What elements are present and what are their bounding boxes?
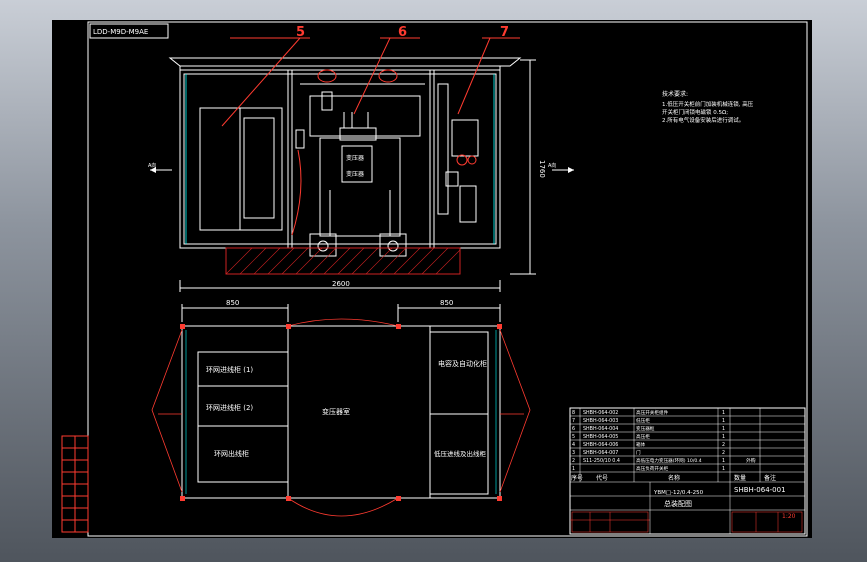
lamp-left bbox=[317, 69, 337, 83]
parts-row-1-code: SHBH-064-002 bbox=[583, 410, 618, 416]
dim-width: 2600 bbox=[332, 280, 350, 288]
technical-notes: 技术要求: 1.低压开关柜前门加装机械连锁, 高压 开关柜门闭锁电磁锁 0.5Ω… bbox=[662, 90, 754, 124]
dim-left: 850 bbox=[226, 299, 239, 307]
product-model: YBM□-12/0.4-250 bbox=[653, 490, 704, 496]
parts-row-3-qty: 1 bbox=[722, 426, 725, 432]
drawing-sheet bbox=[52, 20, 812, 538]
header-qty: 数量 bbox=[734, 474, 746, 482]
transformer-label-1: 变压器 bbox=[346, 154, 364, 162]
header-no: 序号 bbox=[571, 474, 583, 482]
parts-row-1-name: 高压开关柜组件 bbox=[636, 409, 669, 416]
cabinet-ring-in-1-label: 环网进线柜 (1) bbox=[206, 365, 253, 374]
parts-row-7-remark: 外购 bbox=[746, 457, 756, 464]
parts-row-3-no: 6 bbox=[572, 426, 575, 432]
parts-row-4-qty: 1 bbox=[722, 434, 725, 440]
header-name: 名称 bbox=[668, 474, 680, 482]
parts-row-2-name: 低压柜 bbox=[636, 417, 650, 424]
transformer-body bbox=[319, 137, 401, 237]
header-remark: 备注 bbox=[764, 474, 776, 482]
foundation bbox=[225, 247, 461, 275]
parts-row-6-no: 3 bbox=[572, 450, 575, 456]
parts-row-3-code: SHBH-064-004 bbox=[583, 426, 618, 432]
callout-7: 7 bbox=[500, 25, 509, 40]
lamp-right bbox=[378, 69, 398, 83]
notes-line-2: 开关柜门闭锁电磁锁 0.5Ω; bbox=[662, 108, 728, 116]
parts-row-7-name: 高低压电力变压器(环网) 10/0.4 bbox=[636, 457, 702, 464]
transformer-foot-left bbox=[309, 233, 337, 257]
transformer-room-label: 变压器室 bbox=[322, 407, 350, 416]
transformer-label-2: 变压器 bbox=[346, 170, 364, 178]
parts-row-4-code: SHBH-064-005 bbox=[583, 434, 618, 440]
dim-right: 850 bbox=[440, 299, 453, 307]
parts-row-6-qty: 2 bbox=[722, 450, 725, 456]
cable-left bbox=[291, 149, 302, 236]
parts-row-2-code: SHBH-064-003 bbox=[583, 418, 618, 424]
header-code: 代号 bbox=[596, 474, 608, 482]
parts-row-5-code: SHBH-064-006 bbox=[583, 442, 618, 448]
cabinet-ring-out-label: 环网出线柜 bbox=[214, 449, 249, 458]
notes-line-1: 1.低压开关柜前门加装机械连锁, 高压 bbox=[662, 100, 754, 108]
parts-row-8-no: 1 bbox=[572, 466, 575, 472]
parts-row-4-name: 高压柜 bbox=[636, 433, 650, 440]
parts-row-5-no: 4 bbox=[572, 442, 575, 448]
parts-row-7-code: S11-250/10 0.4 bbox=[583, 458, 620, 464]
callouts: 5 6 7 bbox=[221, 25, 520, 127]
parts-row-2-qty: 1 bbox=[722, 418, 725, 424]
front-view: 变压器 变压器 2600 bbox=[148, 57, 574, 292]
parts-row-8-name: 高压负荷开关柜 bbox=[636, 465, 669, 472]
parts-row-1-qty: 1 bbox=[722, 410, 725, 416]
plan-view: 850 850 环网进线柜 (1) 环网进线柜 (2) 环网出线柜 变压器室 电… bbox=[151, 299, 531, 517]
stamp-text: LDD-M9D-M9AE bbox=[93, 28, 148, 36]
parts-row-5-name: 箱体 bbox=[636, 441, 646, 448]
notes-heading: 技术要求: bbox=[662, 90, 688, 98]
plan-outline bbox=[181, 325, 501, 499]
busbar-frame bbox=[309, 95, 421, 137]
cabinet-ring-in-2-label: 环网进线柜 (2) bbox=[206, 403, 253, 412]
parts-row-6-name: 门 bbox=[636, 449, 641, 456]
drawing-title: 总装配图 bbox=[664, 499, 692, 508]
sheet-border bbox=[87, 21, 808, 537]
lv-cabinet-rail bbox=[437, 83, 449, 215]
drawing-number: SHBH-064-001 bbox=[734, 486, 786, 494]
roof-outline bbox=[168, 57, 522, 67]
callout-6: 6 bbox=[398, 25, 407, 40]
parts-row-4-no: 5 bbox=[572, 434, 575, 440]
parts-row-5-qty: 2 bbox=[722, 442, 725, 448]
section-mark-left: A向 bbox=[148, 162, 156, 169]
transformer-foot-right bbox=[379, 233, 407, 257]
hv-cabinet-front bbox=[199, 107, 283, 231]
dim-height: 1760 bbox=[538, 160, 546, 178]
parts-row-3-name: 变压器框 bbox=[636, 425, 655, 432]
cabinet-ring-out bbox=[197, 425, 289, 483]
cabinet-capacitor-label: 电容及自动化柜 bbox=[438, 359, 487, 368]
parts-row-6-code: SHBH-064-007 bbox=[583, 450, 618, 456]
side-record-table bbox=[61, 435, 89, 533]
parts-row-7-qty: 1 bbox=[722, 458, 725, 464]
parts-row-2-no: 7 bbox=[572, 418, 575, 424]
parts-row-7-no: 2 bbox=[572, 458, 575, 464]
cabinet-lv-label: 低压进线及出线柜 bbox=[434, 449, 487, 458]
callout-5: 5 bbox=[296, 25, 305, 40]
stamp-box bbox=[89, 23, 169, 39]
parts-row-8-qty: 1 bbox=[722, 466, 725, 472]
drawing-scale: 1:20 bbox=[782, 513, 796, 520]
notes-line-3: 2.所有电气设备安装后进行调试。 bbox=[662, 116, 744, 124]
cabinet-lv bbox=[429, 413, 489, 495]
section-mark-right: A向 bbox=[548, 162, 556, 169]
parts-row-1-no: 8 bbox=[572, 410, 575, 416]
